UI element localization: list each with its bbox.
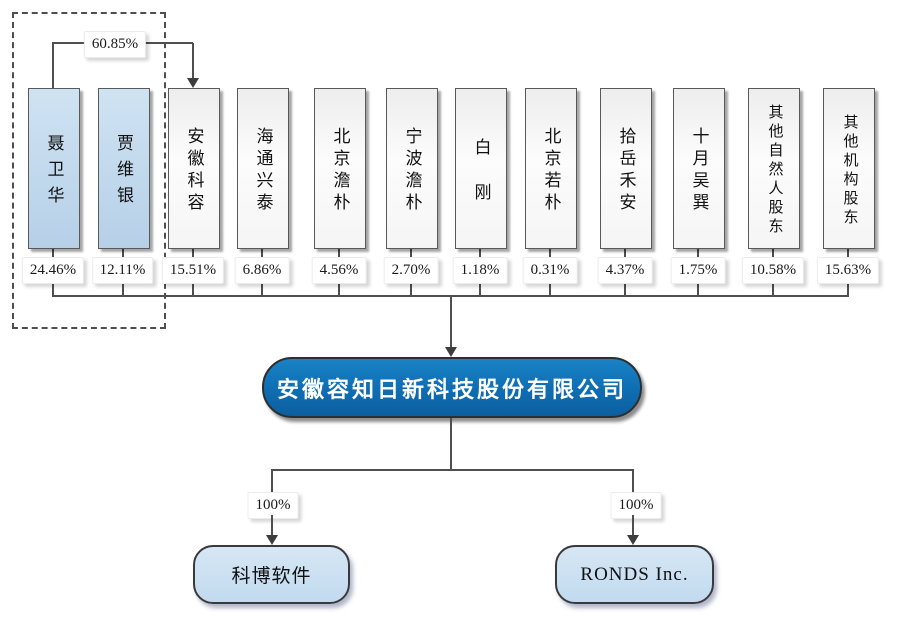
- shareholder-name: 白刚: [471, 137, 491, 228]
- connector-line: [271, 469, 634, 471]
- shareholder-percentage-label: 15.63%: [816, 257, 880, 284]
- shareholder-percentage-label: 12.11%: [91, 257, 154, 284]
- shareholder-box: 北京澹朴: [314, 88, 366, 249]
- controller-group-outline: [12, 12, 166, 329]
- group-combined-percentage-label: 60.85%: [83, 31, 147, 58]
- shareholder-box: 聂卫华: [28, 88, 80, 249]
- shareholder-box: 贾维银: [97, 88, 150, 249]
- shareholder-box: 其他自然人股东: [748, 88, 800, 249]
- shareholder-box: 白刚: [455, 88, 507, 249]
- shareholder-percentage-label: 0.31%: [522, 257, 578, 284]
- shareholder-box: 北京若朴: [525, 88, 577, 249]
- shareholder-name: 其他机构股东: [841, 113, 858, 228]
- connector-line: [632, 470, 634, 493]
- arrow-down-icon: [627, 535, 639, 545]
- shareholder-name: 海通兴泰: [253, 127, 273, 215]
- shareholder-percentage-label: 1.18%: [452, 257, 508, 284]
- connector-line: [52, 43, 54, 89]
- shareholder-percentage-label: 15.51%: [161, 257, 225, 284]
- shareholder-name: 聂卫华: [44, 134, 64, 212]
- company-name: 安徽容知日新科技股份有限公司: [276, 376, 627, 402]
- shareholder-name: 十月吴巽: [689, 127, 709, 215]
- arrow-down-icon: [266, 535, 278, 545]
- subsidiary-name: RONDS Inc.: [580, 563, 689, 585]
- shareholder-box: 安徽科容: [168, 88, 220, 249]
- shareholder-percentage-label: 4.56%: [311, 257, 367, 284]
- company-box: 安徽容知日新科技股份有限公司: [262, 357, 642, 418]
- shareholder-box: 拾岳禾安: [600, 88, 652, 249]
- ownership-percentage-label: 100%: [247, 492, 299, 519]
- shareholder-percentage-label: 10.58%: [741, 257, 805, 284]
- shareholder-box: 十月吴巽: [673, 88, 725, 249]
- subsidiary-box-kebo: 科博软件: [193, 545, 350, 604]
- shareholder-percentage-label: 2.70%: [383, 257, 439, 284]
- connector-line: [450, 296, 452, 347]
- shareholder-percentage-label: 4.37%: [597, 257, 653, 284]
- shareholder-name: 贾维银: [114, 134, 133, 212]
- subsidiary-box-ronds: RONDS Inc.: [555, 545, 714, 604]
- shareholder-box: 宁波澹朴: [386, 88, 438, 249]
- connector-line: [450, 418, 452, 470]
- shareholder-name: 安徽科容: [184, 127, 204, 215]
- shareholder-percentage-label: 1.75%: [670, 257, 726, 284]
- shareholder-box: 其他机构股东: [823, 88, 875, 249]
- shareholder-name: 北京澹朴: [330, 127, 350, 215]
- ownership-percentage-label: 100%: [610, 492, 662, 519]
- arrow-down-icon: [445, 347, 457, 357]
- shareholder-name: 拾岳禾安: [616, 127, 636, 215]
- shareholder-percentage-label: 6.86%: [234, 257, 290, 284]
- shareholder-name: 宁波澹朴: [402, 127, 422, 215]
- shareholder-percentage-label: 24.46%: [21, 257, 85, 284]
- shareholder-name: 北京若朴: [541, 127, 561, 215]
- connector-line: [271, 470, 273, 493]
- connector-line: [632, 515, 634, 536]
- arrow-down-icon: [187, 78, 199, 88]
- connector-line: [271, 515, 273, 536]
- connector-line: [192, 43, 194, 79]
- shareholder-box: 海通兴泰: [237, 88, 289, 249]
- shareholder-name: 其他自然人股东: [766, 104, 783, 237]
- subsidiary-name: 科博软件: [231, 566, 312, 587]
